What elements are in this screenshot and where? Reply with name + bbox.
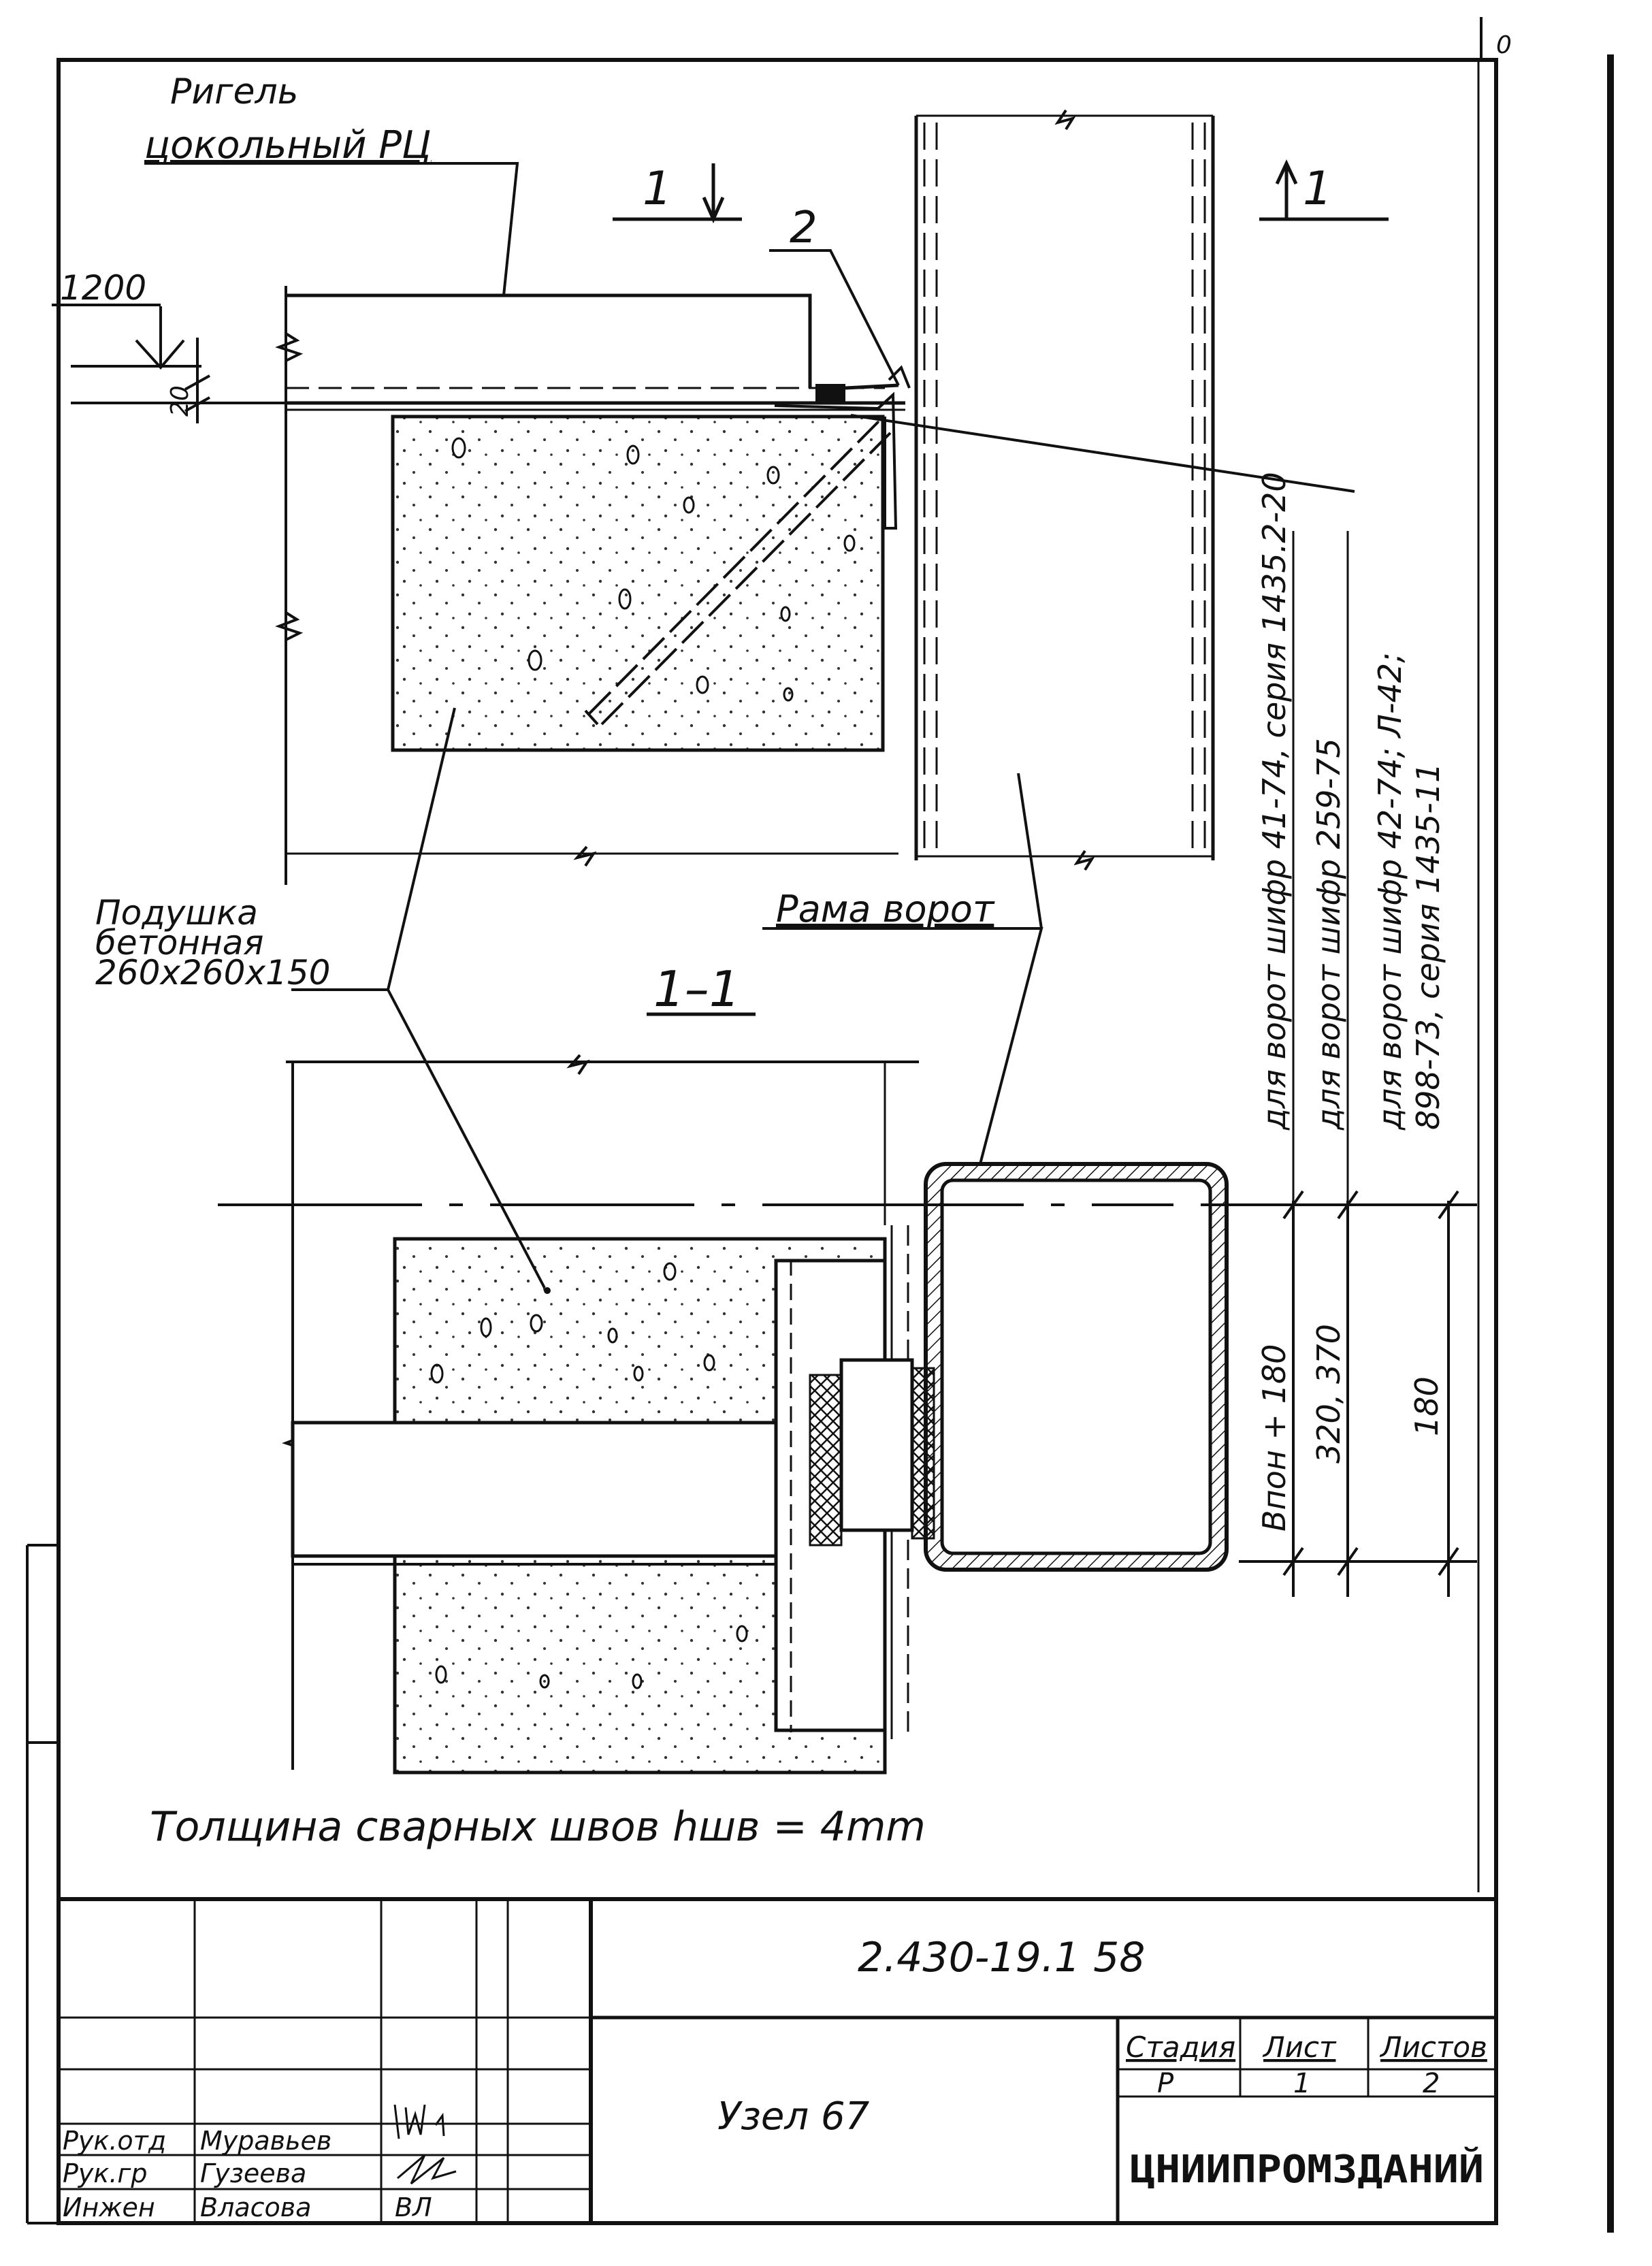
organization: ЦНИИПРОМЗДАНИЙ [1130, 2147, 1484, 2192]
sheets-value: 2 [1423, 2068, 1440, 2099]
label-rigel-1: Ригель [170, 71, 298, 112]
section-1-1 [218, 531, 1477, 1775]
label-position-2: 2 [790, 203, 817, 253]
staff-role-1: Рук.отд [63, 2126, 166, 2156]
doc-code: 2.430-19.1 58 [858, 1934, 1145, 1981]
sheet-header: Лист [1262, 2030, 1337, 2064]
gate-post-elevation [914, 109, 1215, 871]
label-gap: 20 [166, 385, 194, 417]
gate-row-1-desc: для ворот шифр 41-74, серия 1435.2-20 [1256, 472, 1293, 1131]
stage-header: Стадия [1126, 2030, 1235, 2064]
signatures [393, 2104, 457, 2185]
gate-row-3-dim: 180 [1408, 1376, 1445, 1436]
label-podushka-1: Подушка [95, 893, 258, 933]
upper-plan [52, 109, 1389, 885]
staff-role-2: Рук.гр [63, 2158, 148, 2188]
label-section-left: 1 [643, 162, 672, 216]
leaders-lower [291, 707, 1043, 1289]
gate-row-1-dim: Впон + 180 [1256, 1344, 1293, 1532]
staff-sig-3: ВЛ [395, 2192, 432, 2222]
drawing-name: Узел 67 [717, 2094, 870, 2139]
section-cut-marks [613, 159, 1389, 224]
staff-name-3: Власова [200, 2192, 311, 2222]
section-title: 1–1 [653, 960, 741, 1018]
sheet-frame [26, 17, 1614, 2233]
staff-name-1: Муравьев [200, 2126, 331, 2156]
weld-hatch [809, 1374, 843, 1547]
gate-row-3-desc2: 898-73, серия 1435-11 [1410, 763, 1446, 1130]
label-rama: Рама ворот [776, 888, 995, 930]
level-mark-1200 [52, 304, 286, 423]
connector-block [839, 1358, 914, 1532]
gate-row-3-desc: для ворот шифр 42-74; Л-42; [1372, 652, 1408, 1131]
weld-note: Толщина сварных швов hшв = 4mm [150, 1803, 926, 1851]
concrete-pad-plan [391, 415, 885, 752]
plinth-beam [286, 293, 905, 411]
gate-row-2-dim: 320, 370 [1310, 1324, 1347, 1463]
staff-name-2: Гузеева [200, 2158, 306, 2188]
label-rigel-2: цокольный РЦ [144, 123, 432, 167]
label-podushka-2: бетонная [95, 923, 263, 962]
sheet-value: 1 [1293, 2068, 1310, 2099]
dimension-lines [1239, 531, 1477, 1597]
staff-role-3: Инжен [63, 2192, 155, 2222]
diagonal-anchor [588, 421, 892, 726]
gate-row-2-desc: для ворот шифр 259-75 [1310, 738, 1347, 1131]
support-plate [815, 384, 845, 402]
plinth-beam-section [291, 1421, 817, 1566]
label-podushka-3: 260x260x150 [95, 953, 330, 992]
leaders-upper [144, 162, 1355, 493]
stage-value: Р [1157, 2068, 1174, 2099]
sheets-header: Листов [1379, 2030, 1487, 2064]
label-elevation: 1200 [60, 268, 146, 308]
sheet-number: 0 [1496, 31, 1512, 59]
label-section-right: 1 [1303, 162, 1332, 216]
gate-post-section [924, 1162, 1229, 1572]
title-block [59, 1897, 1496, 2223]
